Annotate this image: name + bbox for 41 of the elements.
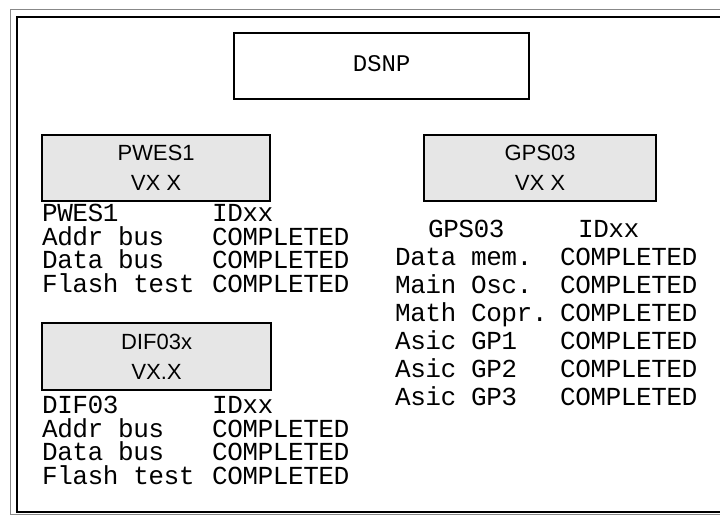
module-name: DSNP — [352, 51, 410, 81]
test-status: COMPLETED — [212, 274, 350, 297]
test-status: COMPLETED — [560, 384, 698, 412]
module-name: PWES1 — [117, 139, 195, 167]
test-status: COMPLETED — [560, 272, 698, 300]
test-status: COMPLETED — [560, 244, 698, 272]
test-name: Data bus — [42, 250, 164, 274]
column-header: IDxx — [212, 395, 273, 418]
version-text: VX X — [514, 169, 566, 197]
test-status: COMPLETED — [212, 466, 350, 489]
test-name: Data bus — [42, 442, 164, 466]
test-status: COMPLETED — [212, 418, 350, 442]
test-name: Data mem. — [395, 244, 533, 272]
test-name: Asic GP2 — [395, 356, 518, 384]
test-status: COMPLETED — [560, 300, 698, 328]
test-name: Addr bus — [42, 226, 165, 250]
module-box — [41, 322, 272, 391]
test-name: Addr bus — [42, 418, 165, 442]
test-status: COMPLETED — [560, 328, 698, 356]
version-text: VX X — [130, 169, 182, 197]
test-status: COMPLETED — [212, 226, 350, 250]
test-status: COMPLETED — [212, 250, 350, 274]
test-name: Main Osc. — [395, 272, 533, 300]
column-header: PWES1 — [42, 203, 120, 226]
module-box — [41, 134, 271, 202]
module-name: DIF03x — [121, 328, 192, 356]
test-status: COMPLETED — [212, 442, 350, 466]
test-name: Flash test — [42, 274, 196, 297]
test-name: Math Copr. — [395, 300, 548, 328]
test-name: Asic GP1 — [395, 328, 518, 356]
title-box — [233, 32, 530, 100]
column-header: GPS03 — [427, 216, 506, 244]
column-header: DIF03 — [42, 395, 120, 418]
column-header: IDxx — [577, 216, 640, 244]
test-name: Asic GP3 — [395, 384, 518, 412]
column-header: IDxx — [212, 203, 273, 226]
module-box — [423, 134, 657, 202]
module-name: GPS03 — [504, 139, 576, 167]
version-text: VX.X — [131, 358, 182, 386]
test-name: Flash test — [42, 466, 196, 489]
test-status: COMPLETED — [560, 356, 698, 384]
